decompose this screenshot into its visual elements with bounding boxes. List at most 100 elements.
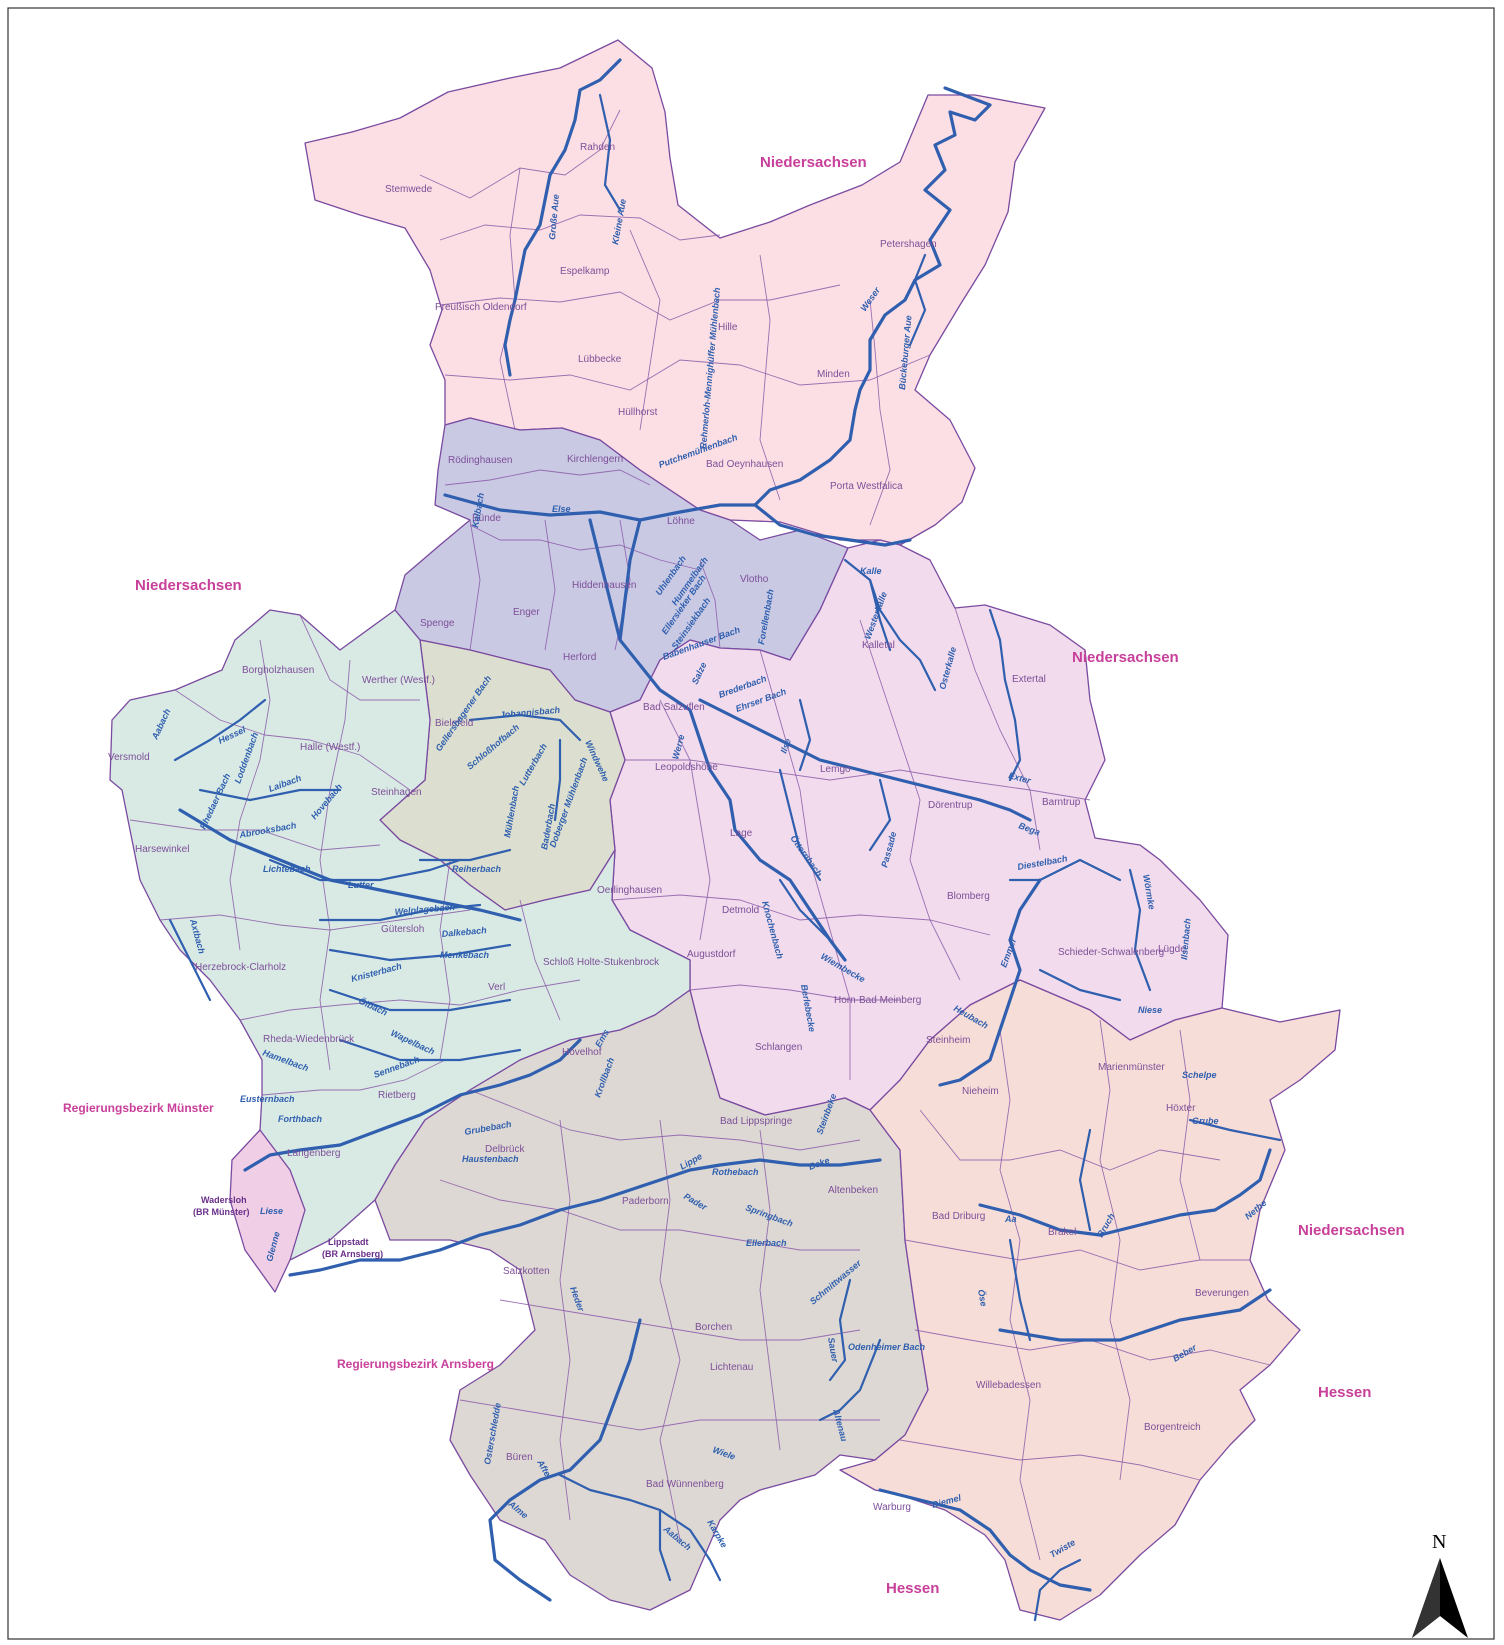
town-label: Werther (Westf.) (362, 675, 435, 686)
river-welplagebach (318, 903, 482, 922)
river-johannisbach (468, 713, 582, 742)
river-laibach (198, 788, 342, 802)
river-aabach (658, 1508, 672, 1582)
town-label: Lübbecke (578, 354, 622, 365)
river-label: Große Aue (547, 194, 561, 240)
town-label: Bad Lippspringe (720, 1116, 793, 1127)
river-altenau (818, 1338, 882, 1422)
town-label: Rahden (580, 142, 615, 153)
town-label: Rietberg (378, 1090, 416, 1101)
river-label: Reiherbach (452, 864, 502, 874)
river-label: Schelpe (1182, 1070, 1217, 1080)
town-label: Steinheim (926, 1035, 970, 1046)
town-label: Rheda-Wiedenbrück (263, 1034, 355, 1045)
town-label: Schloß Holte-Stukenbrock (543, 957, 660, 968)
town-label: Borchen (695, 1322, 732, 1333)
river-passade (868, 778, 892, 852)
town-label: Preußisch Oldendorf (435, 302, 527, 313)
river-label: Aa (1004, 1214, 1017, 1224)
map-frame (7, 7, 1495, 1640)
town-label: Herford (563, 652, 596, 663)
town-label: Leopoldshöhe (655, 762, 718, 773)
label-wadersloh-br: (BR Münster) (193, 1207, 250, 1217)
north-label: N (1432, 1531, 1446, 1553)
town-label: Kirchlengern (567, 454, 623, 465)
river-label: Niese (1138, 1005, 1162, 1015)
river-label: Ellerbach (746, 1238, 787, 1248)
town-label: Bad Driburg (932, 1211, 985, 1222)
town-label: Borgentreich (1144, 1422, 1201, 1433)
river-karpke (658, 1508, 722, 1582)
state-label-niedersachsen-north: Niedersachsen (760, 154, 867, 171)
town-label: Nieheim (962, 1086, 999, 1097)
river-label: Lichtebach (263, 864, 311, 874)
north-arrow: N (1412, 1531, 1468, 1638)
river-ems (243, 1038, 582, 1172)
river-diestelbach (1008, 858, 1122, 882)
town-label: Schieder-Schwalenberg (1058, 947, 1164, 958)
river-ilse (798, 698, 812, 772)
town-label: Altenbeken (828, 1185, 878, 1196)
town-label: Petershagen (880, 239, 937, 250)
river-label: Sauer (826, 1337, 840, 1364)
river-beber (998, 1288, 1272, 1342)
river-label: Ilse (778, 737, 793, 755)
town-label: Hiddenhausen (572, 580, 637, 591)
town-label: Kalletal (862, 640, 895, 651)
river-oetternbach (778, 768, 822, 882)
river-westerkalle (868, 578, 892, 652)
state-label-niedersachsen-southeast: Niedersachsen (1298, 1222, 1405, 1239)
town-label: Extertal (1012, 674, 1046, 685)
river-label: Rothebach (712, 1167, 759, 1177)
river-kleine-aue (598, 93, 622, 212)
town-label: Salzkotten (503, 1266, 550, 1277)
river-grube (1188, 1118, 1282, 1142)
town-label: Paderborn (622, 1196, 669, 1207)
district-hoexter (839, 979, 1341, 1621)
label-wadersloh: Wadersloh (201, 1195, 247, 1205)
town-label: Oerlinghausen (597, 885, 662, 896)
district-minden-luebbecke (304, 39, 1046, 546)
town-label: Augustdorf (687, 949, 736, 960)
town-label: Spenge (420, 618, 455, 629)
town-label: Bielefeld (435, 718, 473, 729)
state-labels: Niedersachsen Niedersachsen Niedersachse… (63, 154, 1405, 1597)
river-bega (698, 698, 1032, 822)
town-label: Lage (730, 828, 753, 839)
state-label-niedersachsen-west: Niedersachsen (135, 577, 242, 594)
state-label-hessen-east: Hessen (1318, 1384, 1371, 1401)
river-emmer (938, 878, 1042, 1087)
town-label: Hövelhof (562, 1047, 602, 1058)
river-label: Öse (976, 1289, 989, 1307)
town-label: Porta Westfalica (830, 481, 903, 492)
town-label: Lemgo (820, 764, 851, 775)
river-nethe (978, 1148, 1272, 1237)
river-axtbach (168, 918, 212, 1002)
town-label: Beverungen (1195, 1288, 1249, 1299)
river-reiherbach (418, 848, 512, 862)
label-lippstadt-br: (BR Arnsberg) (322, 1249, 383, 1259)
town-label: Lichtenau (710, 1362, 753, 1373)
town-label: Rödinghausen (448, 455, 513, 466)
town-label: Hille (718, 322, 738, 333)
town-label: Espelkamp (560, 266, 610, 277)
town-labels: Rahden Stemwede Espelkamp Preußisch Olde… (108, 142, 1249, 1513)
region-label-arnsberg: Regierungsbezirk Arnsberg (337, 1357, 494, 1371)
river-else (443, 493, 757, 522)
label-lippstadt: Lippstadt (328, 1237, 369, 1247)
river-exter (988, 608, 1022, 782)
river-twiste (1033, 1558, 1082, 1622)
district-wadersloh (229, 1129, 306, 1293)
river-lippe (288, 1158, 882, 1277)
town-label: Borgholzhausen (242, 665, 314, 676)
river-label: Eusternbach (240, 1094, 295, 1104)
town-label: Steinhagen (371, 787, 422, 798)
river-label: Liese (260, 1206, 283, 1216)
river-sennebach (338, 1038, 522, 1062)
river-label: Odenheimer Bach (848, 1342, 926, 1352)
region-label-muenster: Regierungsbezirk Münster (63, 1101, 214, 1115)
town-label: Willebadessen (976, 1380, 1041, 1391)
river-oese (1008, 1238, 1032, 1342)
town-label: Harsewinkel (135, 844, 189, 855)
town-label: Warburg (873, 1502, 911, 1513)
